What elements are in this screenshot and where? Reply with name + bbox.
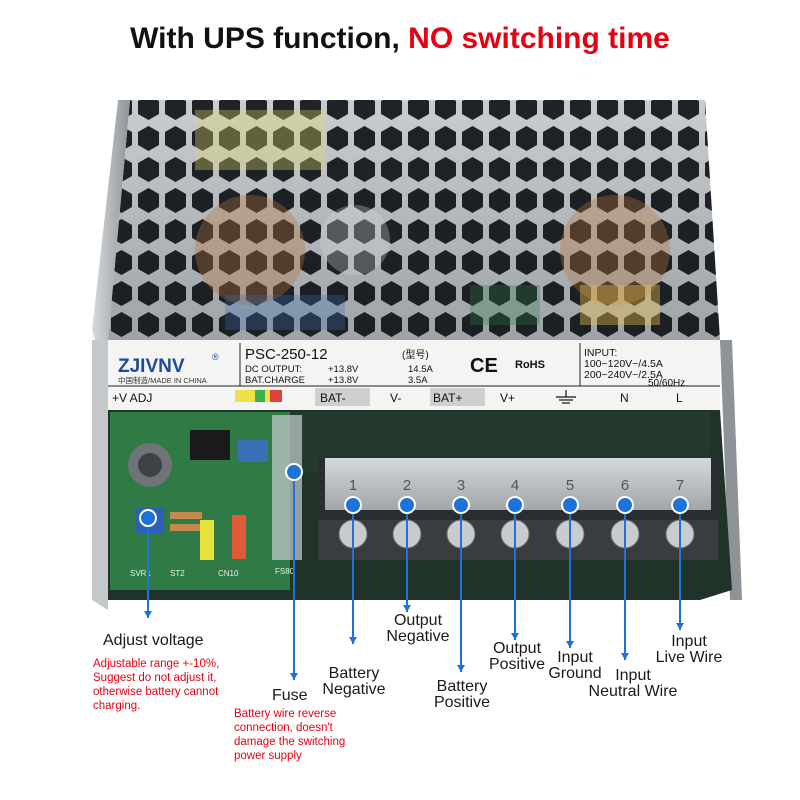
strip-vadj: +V ADJ — [112, 391, 152, 405]
terminal-number: 6 — [621, 477, 629, 494]
pointer-marker — [452, 496, 470, 514]
dc-output-value: +13.8V — [328, 364, 359, 375]
pointer-arrowhead — [566, 641, 574, 648]
dc-output-label: DC OUTPUT: — [245, 364, 302, 375]
pointer-lines — [139, 463, 689, 680]
headline-part2: NO switching time — [408, 22, 670, 55]
silk-fs80: FS80 — [275, 567, 295, 576]
silk-svr1: SVR1 — [130, 569, 151, 578]
perforated-cover — [108, 100, 720, 340]
label-plate — [108, 340, 720, 410]
pointer-marker — [506, 496, 524, 514]
label-output-positive: Output Positive — [488, 640, 546, 673]
strip-n: N — [620, 391, 629, 405]
input-title: INPUT: — [584, 347, 617, 359]
note-fuse: Battery wire reverse connection, doesn't… — [234, 708, 346, 762]
pointer-arrowhead — [676, 623, 684, 630]
pointer-arrowhead — [144, 611, 152, 618]
label-battery-negative: Battery Negative — [322, 665, 386, 698]
headline: With UPS function, NO switching time — [0, 22, 800, 56]
bat-charge-label: BAT.CHARGE — [245, 375, 305, 386]
pointer-marker — [561, 496, 579, 514]
pointer-arrowhead — [511, 633, 519, 640]
label-output-negative: Output Negative — [386, 612, 450, 645]
terminal-numbers: 1 2 3 4 5 6 7 — [349, 477, 684, 494]
dc-output-current: 14.5A — [408, 364, 433, 375]
terminal-number: 1 — [349, 477, 357, 494]
pointer-arrowhead — [290, 673, 298, 680]
label-adjust-voltage: Adjust voltage — [103, 632, 204, 649]
silk-cn10: CN10 — [218, 569, 239, 578]
pointer-marker — [139, 509, 157, 527]
strip-v-plus: V+ — [500, 391, 515, 405]
label-input-neutral-wire: Input Neutral Wire — [588, 667, 678, 700]
terminal-number: 5 — [566, 477, 574, 494]
model-number: PSC-250-12 — [245, 346, 328, 363]
bat-charge-current: 3.5A — [408, 375, 428, 386]
input-line-1: 100~120V~/4.5A — [584, 358, 663, 370]
pointer-marker — [398, 496, 416, 514]
pointer-marker — [285, 463, 303, 481]
strip-l: L — [676, 391, 683, 405]
rohs-mark: RoHS — [515, 359, 545, 371]
model-tag: (型号) — [402, 348, 429, 361]
brand-mark: ® — [212, 352, 219, 362]
pointer-marker — [344, 496, 362, 514]
ce-mark: CE — [470, 355, 498, 377]
pointer-arrowhead — [457, 665, 465, 672]
terminal-number: 4 — [511, 477, 519, 494]
label-fuse: Fuse — [272, 687, 308, 704]
pointer-arrowhead — [621, 653, 629, 660]
terminal-number: 7 — [676, 477, 684, 494]
silk-st2: ST2 — [170, 569, 185, 578]
terminal-number: 3 — [457, 477, 465, 494]
pointer-arrowhead — [349, 637, 357, 644]
strip-v-minus: V- — [390, 391, 401, 405]
note-adjust-voltage: Adjustable range +-10%, Suggest do not a… — [93, 658, 220, 712]
ground-icon — [556, 390, 576, 404]
label-input-ground: Input Ground — [548, 649, 602, 682]
pointer-arrowhead — [403, 605, 411, 612]
pointer-marker — [616, 496, 634, 514]
terminal-number: 2 — [403, 477, 411, 494]
pointer-marker — [671, 496, 689, 514]
input-line-2: 200~240V~/2.5A — [584, 369, 663, 381]
brand-name: ZJIVNV — [118, 356, 185, 377]
bat-charge-value: +13.8V — [328, 375, 359, 386]
input-frequency: 50/60Hz — [648, 378, 685, 389]
origin-text: 中国制造/MADE IN CHINA — [118, 375, 207, 385]
strip-bat-minus: BAT- — [320, 391, 346, 405]
strip-bat-plus: BAT+ — [433, 391, 462, 405]
label-input-live-wire: Input Live Wire — [655, 633, 723, 666]
label-battery-positive: Battery Positive — [433, 678, 491, 711]
headline-part1: With UPS function, — [130, 22, 409, 55]
